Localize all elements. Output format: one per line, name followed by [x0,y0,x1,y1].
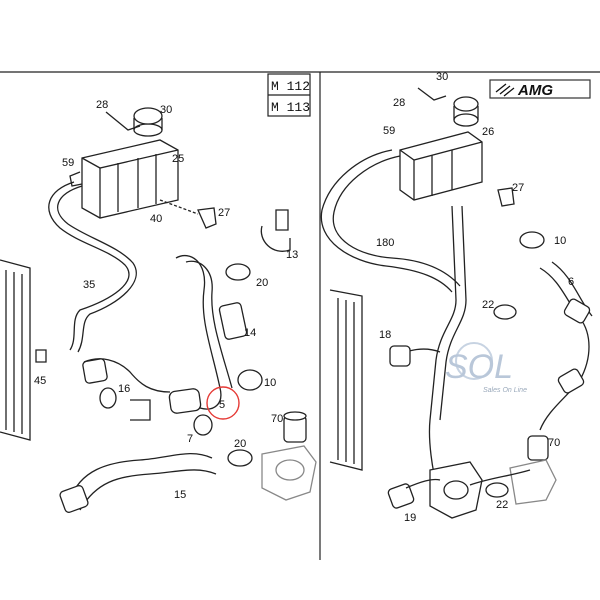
upper-hose-left [175,254,222,410]
callout-30: 30 [160,104,172,116]
callout-10: 10 [264,377,276,389]
callout-35: 35 [83,279,95,291]
callout-70-right: 70 [548,437,560,449]
thermostat-housing-left [261,445,317,501]
callout-7: 7 [187,433,193,445]
left-panel [0,107,317,513]
amg-logo: AMG [517,82,553,99]
callout-180: 180 [376,237,394,249]
overflow-hose-left [48,181,130,351]
callout-27-right: 27 [512,182,524,194]
panel-frame [0,71,600,560]
callout-27: 27 [218,207,230,219]
callout-19: 19 [404,512,416,524]
expansion-tank-right [399,87,483,201]
watermark-subtitle: Sales On Line [483,387,527,394]
thermostat-housing-right [429,459,557,519]
amg-badge: AMG [495,82,553,99]
callout-59: 59 [62,157,74,169]
callout-70: 70 [271,413,283,425]
callout-16: 16 [118,383,130,395]
highlight-circle [206,386,240,420]
callout-45: 45 [34,375,46,387]
right-panel [320,87,593,519]
callout-14: 14 [244,327,256,339]
callout-10-right: 10 [554,235,566,247]
callout-15: 15 [174,489,186,501]
callout-28: 28 [96,99,108,111]
watermark: SOL Sales On Line [445,342,527,394]
callout-6: 6 [568,276,574,288]
callout-13: 13 [286,249,298,261]
callout-22: 22 [482,299,494,311]
callout-5: 5 [219,399,225,411]
engine-code-m113: M 113 [271,100,310,115]
callout-20: 20 [256,277,268,289]
callout-40: 40 [150,213,162,225]
callout-28-right: 28 [393,97,405,109]
callout-22-lower: 22 [496,499,508,511]
callout-30-right: 30 [436,71,448,83]
callout-20-lower: 20 [234,438,246,450]
callout-18: 18 [379,329,391,341]
watermark-logo: SOL [445,348,513,386]
callout-59-right: 59 [383,125,395,137]
callout-25: 25 [172,153,184,165]
right-callouts: 30 28 59 26 27 180 10 6 22 18 70 22 19 [376,71,574,524]
engine-code-m112: M 112 [271,79,310,94]
expansion-tank-left [69,107,179,219]
callout-26-right: 26 [482,126,494,138]
left-callouts: 28 30 59 25 40 27 13 20 35 14 45 16 10 5… [34,99,298,501]
lower-hose-left [69,452,213,501]
